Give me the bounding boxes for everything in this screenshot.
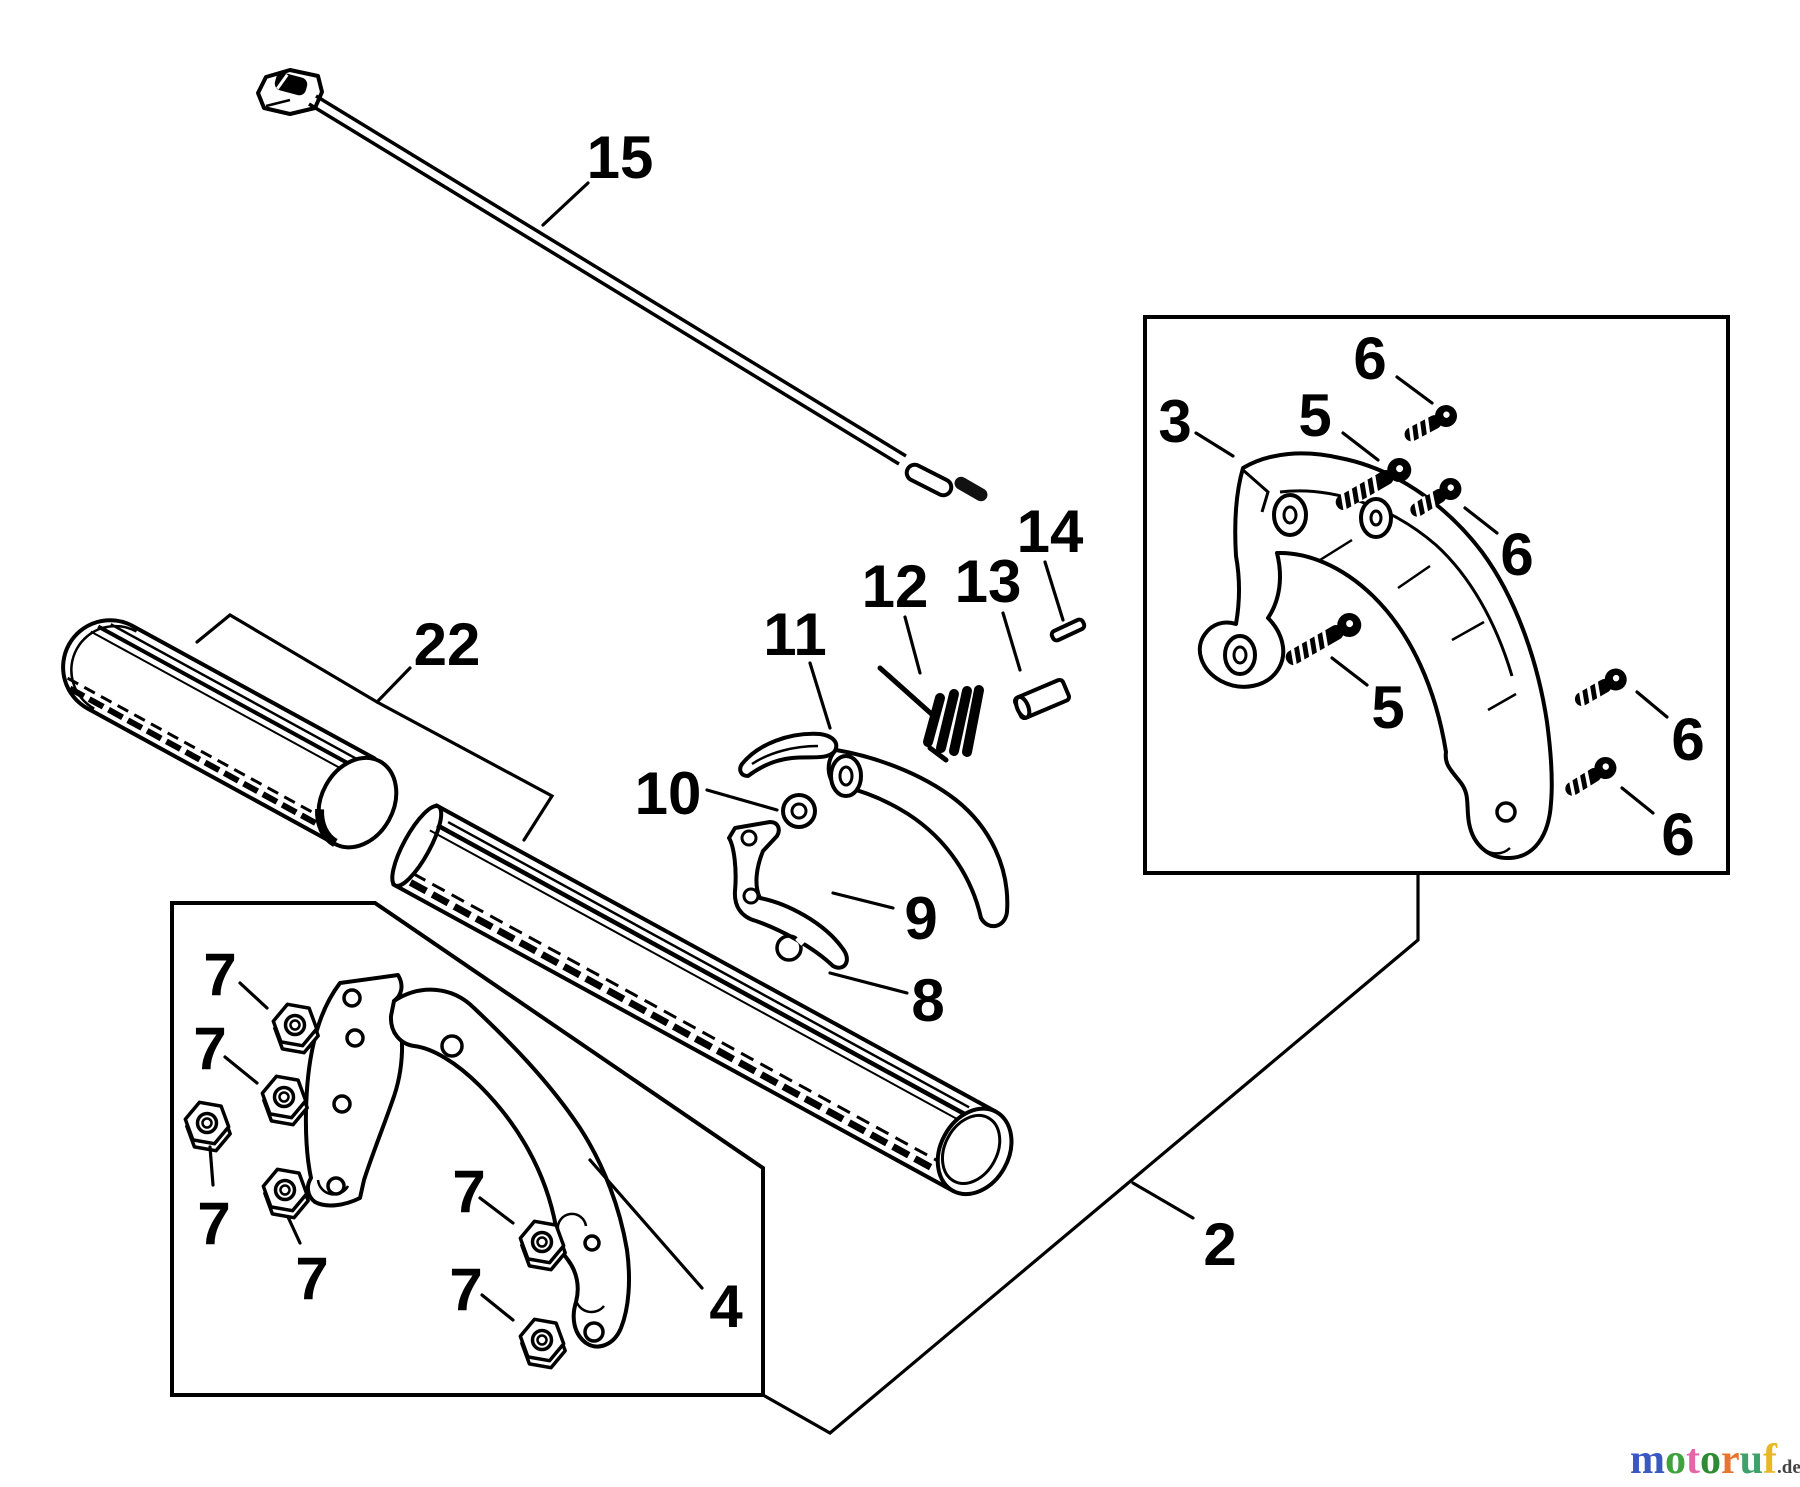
flange-nut-5 (518, 1219, 567, 1272)
pivot-pin (1049, 617, 1087, 643)
tube-mouth (935, 1106, 1014, 1197)
callout-11: 11 (763, 601, 826, 668)
callout-22: 22 (414, 611, 481, 678)
leader-lines (195, 181, 1669, 1322)
callout-12: 12 (862, 553, 929, 620)
callout-2: 2 (1203, 1211, 1236, 1278)
snap-ring (775, 934, 805, 962)
callout-7d: 7 (295, 1245, 328, 1312)
callout-6a: 6 (1353, 325, 1386, 392)
throttle-spring (877, 665, 984, 763)
callout-7e: 7 (452, 1158, 485, 1225)
callout-7b: 7 (193, 1015, 226, 1082)
callout-9: 9 (904, 885, 937, 952)
callout-4: 4 (709, 1273, 743, 1340)
cable-end-fitting (904, 462, 954, 498)
callout-13: 13 (955, 548, 1022, 615)
handle-bracket-left (303, 973, 631, 1349)
logo-letter: u (1739, 1437, 1764, 1483)
logo-letter: o (1665, 1437, 1686, 1483)
screw-long-2 (1279, 606, 1368, 674)
callout-6d: 6 (1661, 801, 1694, 868)
callout-7c: 7 (197, 1190, 230, 1257)
cable-wire-tip (954, 476, 988, 502)
logo-letter: r (1721, 1437, 1740, 1483)
callout-14: 14 (1017, 498, 1084, 565)
tube-cut-end (390, 803, 444, 888)
cable-housing-line (308, 102, 900, 466)
callout-6c: 6 (1671, 706, 1704, 773)
drive-shaft-tube (390, 803, 1014, 1197)
flange-nut-3 (183, 1100, 232, 1153)
throttle-cable (256, 68, 988, 502)
washer (781, 793, 817, 829)
callout-5a: 5 (1298, 382, 1331, 449)
callout-10: 10 (635, 760, 702, 827)
screw-short-3 (1568, 662, 1633, 714)
motoruf-logo: motoruf.de (1630, 1436, 1800, 1484)
callout-8: 8 (911, 967, 944, 1034)
callout-6b: 6 (1500, 521, 1533, 588)
bracket-assembly-box (170, 901, 765, 1397)
handle-assembly-box (1143, 315, 1730, 875)
flange-nut-4 (261, 1167, 310, 1220)
cable-housing-line (315, 94, 907, 458)
flange-nut-1 (271, 1002, 320, 1055)
logo-suffix: .de (1777, 1457, 1800, 1478)
cable-end-sleeve (1013, 677, 1071, 721)
callout-3: 3 (1158, 388, 1191, 455)
callout-7f: 7 (449, 1256, 482, 1323)
logo-letter: f (1763, 1437, 1778, 1483)
screw-short-1 (1398, 399, 1463, 450)
grip-tube (61, 618, 399, 850)
logo-letter: t (1686, 1437, 1700, 1483)
callout-7a: 7 (203, 941, 236, 1008)
grip-tube-mouth (316, 755, 399, 850)
flange-nut-2 (260, 1074, 309, 1127)
callout-15: 15 (587, 124, 654, 191)
logo-letter: m (1630, 1437, 1665, 1483)
handle-housing-right (1197, 451, 1554, 861)
flange-nut-6 (518, 1317, 567, 1370)
screw-short-4 (1558, 751, 1623, 804)
callout-5b: 5 (1371, 674, 1404, 741)
assembly-connector-line (761, 871, 1420, 1435)
logo-letter: o (1700, 1437, 1721, 1483)
throttle-trigger (738, 731, 1010, 929)
throttle-lever (727, 820, 849, 970)
